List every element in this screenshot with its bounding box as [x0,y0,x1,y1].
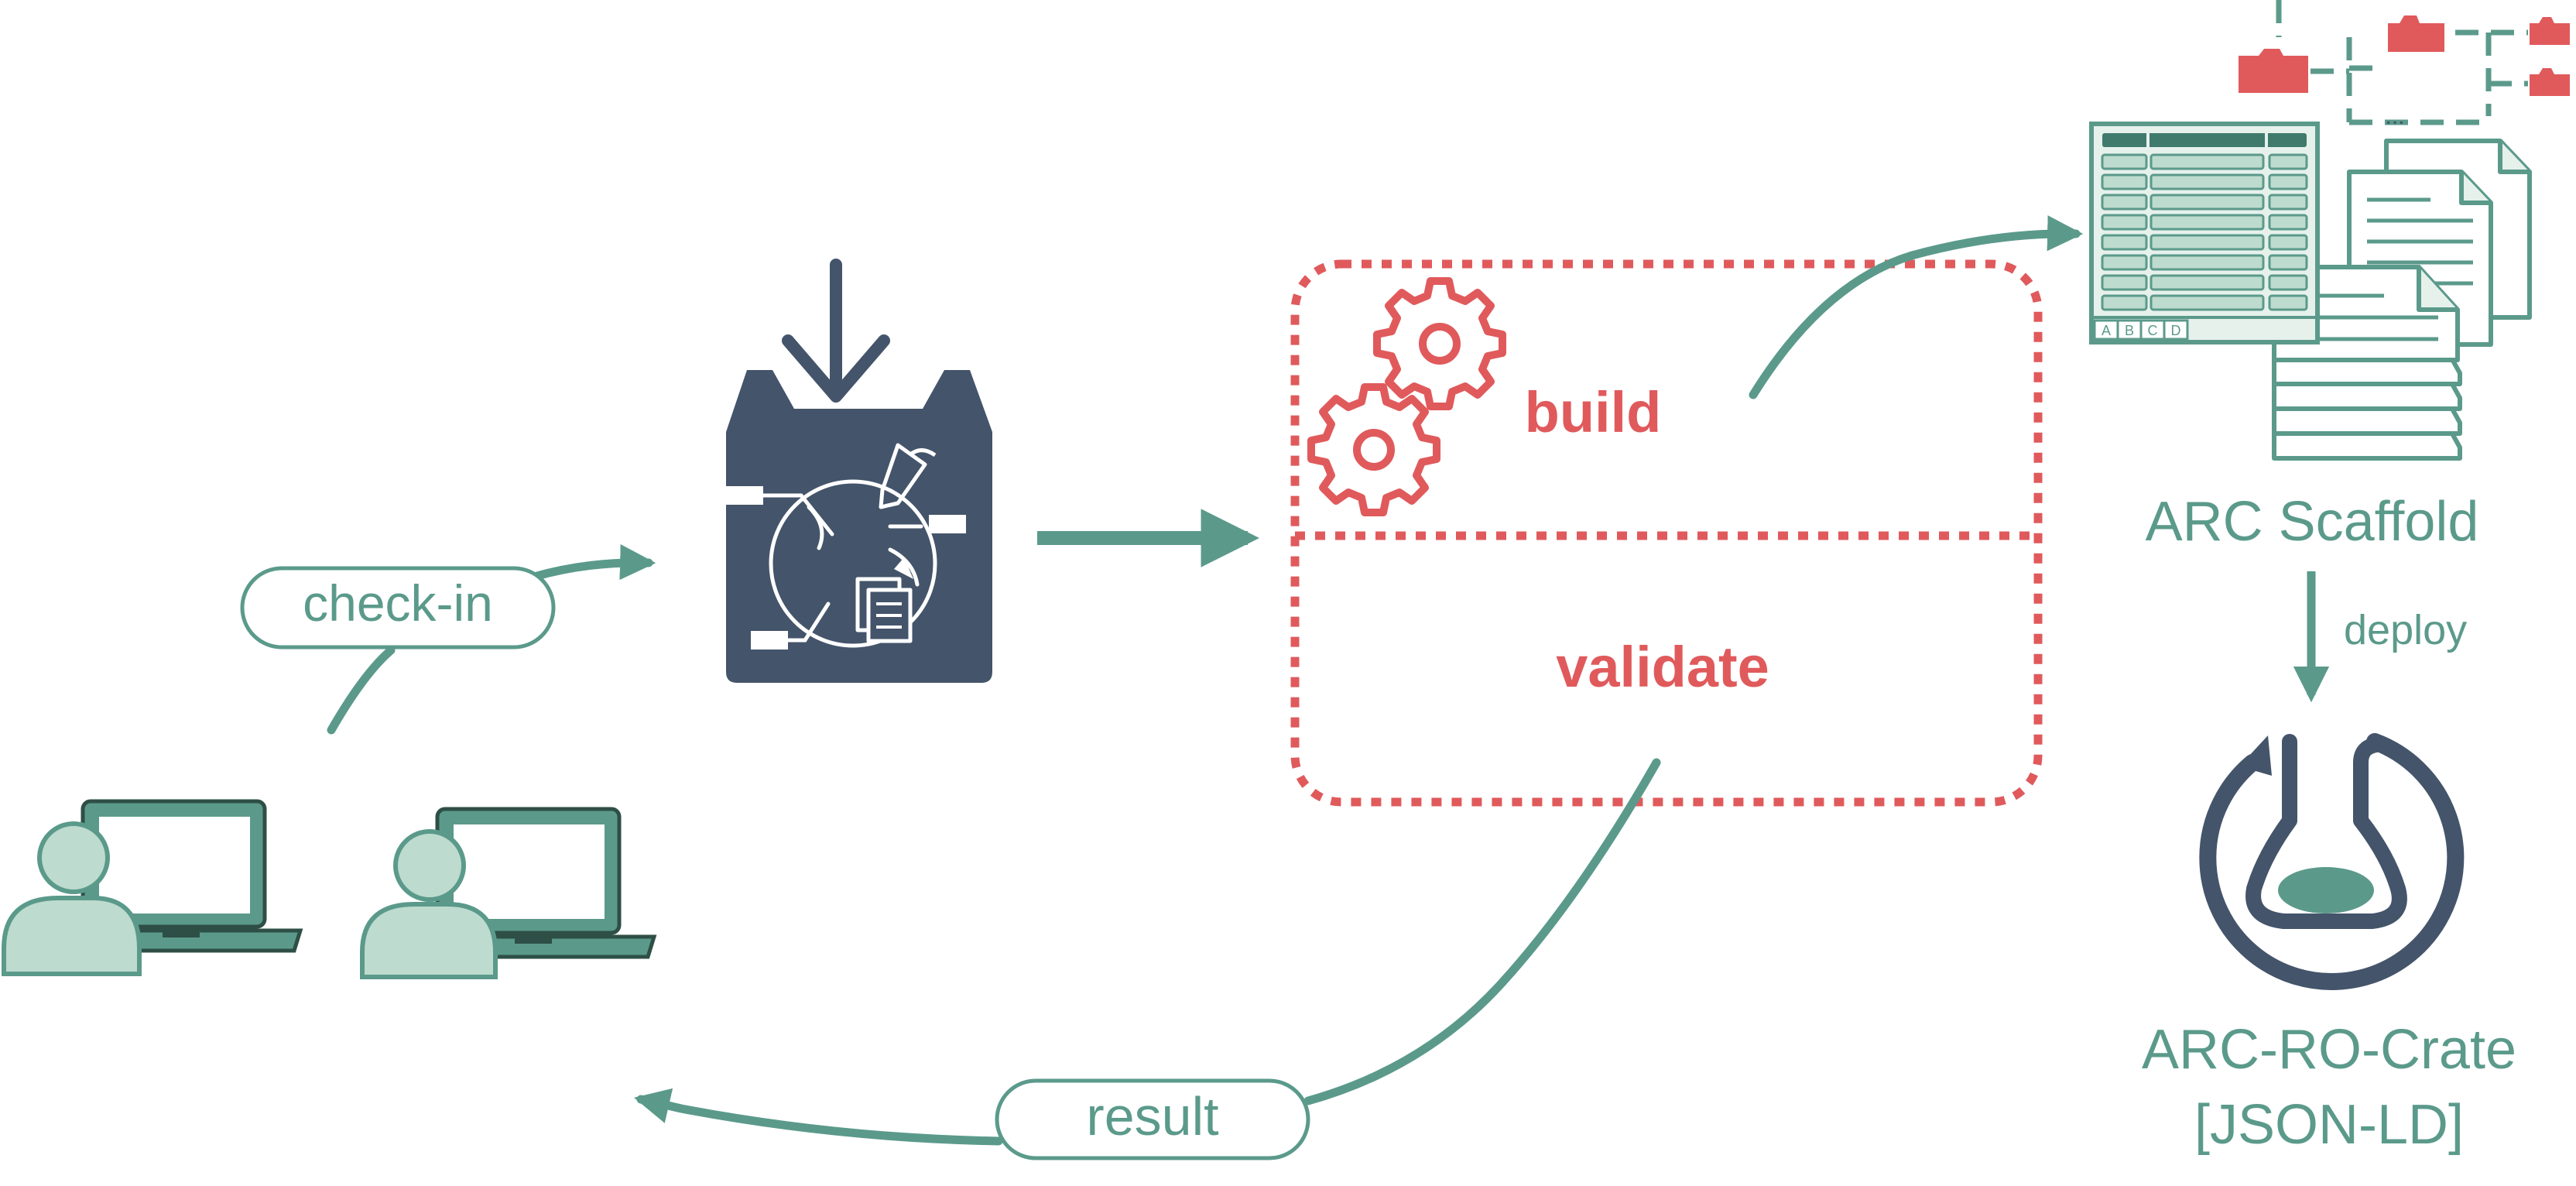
ro-crate-label-line1: ARC-RO-Crate [2142,1019,2516,1081]
user-icon [2,821,142,976]
spreadsheet-cell [2101,234,2148,251]
spreadsheet-cell [2150,214,2265,231]
spreadsheet-icon: A B C D [2089,122,2320,344]
spreadsheet-tabs [2093,319,2189,341]
users-with-laptops-icon [2,799,657,979]
folder-icon [2530,17,2570,45]
spreadsheet-cell [2150,173,2265,190]
spreadsheet-cell [2268,234,2308,251]
spreadsheet-cell [2150,234,2265,251]
spreadsheet-cell [2268,274,2308,291]
check-in-pill: check-in [240,566,556,650]
tab-a: A [2102,323,2111,338]
folder-icon [2388,15,2444,52]
arc-scaffold-label: ARC Scaffold [2146,491,2479,553]
spreadsheet-cell [2150,294,2265,311]
spreadsheet-cell [2268,173,2308,190]
spreadsheet-cell [2101,153,2148,170]
spreadsheet-cell [2101,294,2148,311]
build-label: build [1525,380,1662,444]
spreadsheet-cell [2268,214,2308,231]
validate-label: validate [1556,635,1769,699]
gear-large-icon [1373,277,1506,410]
spreadsheet-cell [2150,274,2265,291]
ro-crate-logo-icon [2199,733,2465,990]
spreadsheet-cell [2268,194,2308,211]
gear-small-icon [1307,383,1440,516]
spreadsheet-cell [2101,274,2148,291]
spreadsheet-cell [2101,194,2148,211]
folder-icon [2239,49,2308,93]
spreadsheet-cell [2150,153,2265,170]
folder-tree-icon: ... [2239,0,2570,129]
user-icon [360,829,498,979]
spreadsheet-cell [2101,254,2148,271]
tree-ellipsis: ... [2385,104,2404,129]
tab-b: B [2125,323,2134,338]
tab-d: D [2171,323,2181,338]
down-arrow-icon [782,259,890,403]
ro-crate-label-line2: [JSON-LD] [2194,1094,2464,1156]
gears-icon [1307,277,1506,516]
spreadsheet-cell [2268,294,2308,311]
spreadsheet-cell [2101,214,2148,231]
result-label: result [1086,1086,1218,1147]
laptop-icon [68,799,303,953]
deploy-label: deploy [2344,607,2467,653]
validate-to-result-connector [633,758,1661,1146]
repository-inbox-icon [726,259,992,683]
check-in-label: check-in [303,574,493,632]
spreadsheet-cell [2150,194,2265,211]
result-pill: result [995,1078,1310,1160]
document-stack-icon [2272,139,2532,461]
spreadsheet-cell [2268,153,2308,170]
spreadsheet-cell [2150,254,2265,271]
build-to-scaffold-connector [1749,215,2084,399]
check-in-connector [327,543,656,735]
tab-c: C [2148,323,2158,338]
spreadsheet-cell [2101,173,2148,190]
spreadsheet-cell [2268,254,2308,271]
build-validate-box [1290,259,2043,807]
folder-icon [2530,68,2570,96]
